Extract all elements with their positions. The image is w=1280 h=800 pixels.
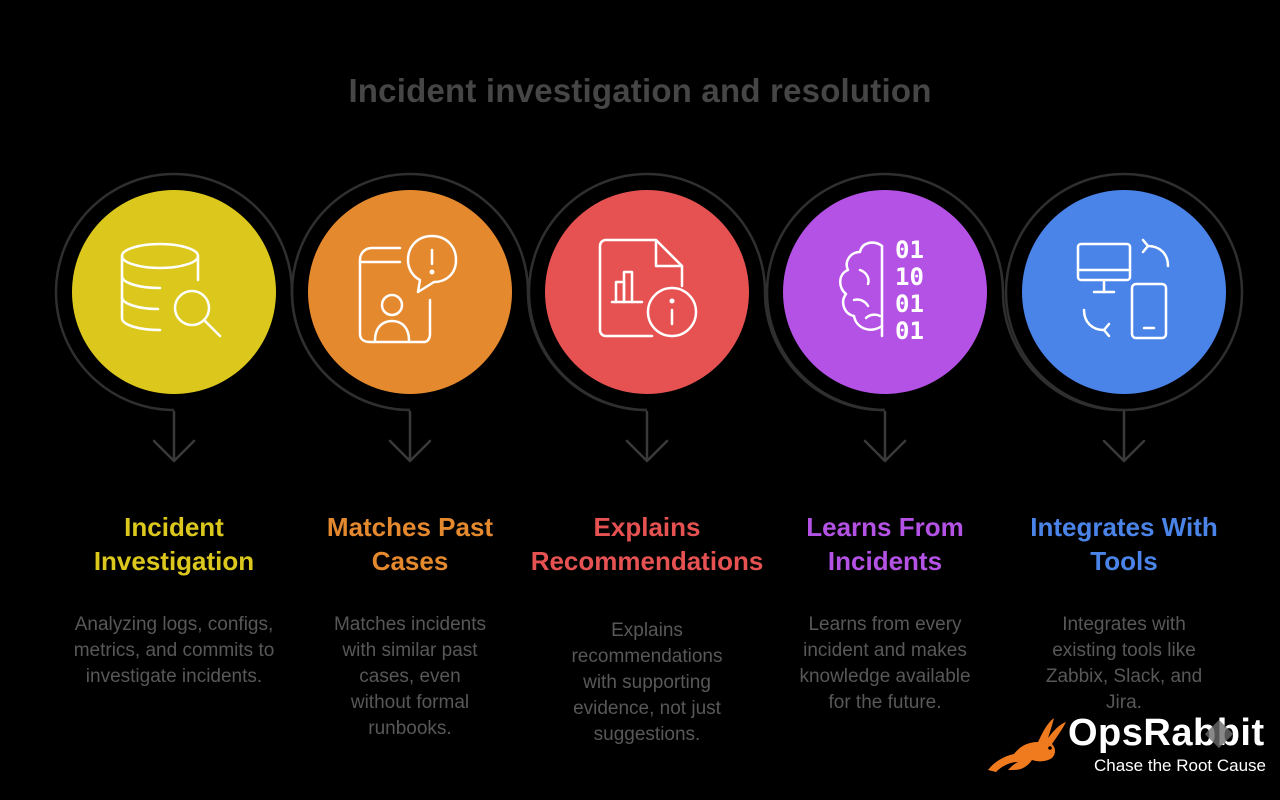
step-2-title-line2: Cases (371, 546, 449, 576)
step-3-title-line1: Explains (593, 512, 701, 542)
down-arrow-icon-3 (625, 410, 669, 463)
step-3-circle-fill (545, 190, 749, 394)
step-5: Integrates With Tools Integrates with ex… (999, 510, 1249, 716)
document-chart-info-icon (598, 238, 698, 338)
step-5-title-line2: Tools (1090, 546, 1158, 576)
opsrabbit-logo: OpsRabbit Chase the Root Cause (982, 706, 1272, 796)
step-4-description: Learns from every incident and makes kno… (799, 614, 971, 713)
step-4: Learns From Incidents Learns from every … (760, 510, 1010, 716)
step-4-title-line2: Incidents (827, 546, 943, 576)
step-5-title-line1: Integrates With (1030, 512, 1218, 542)
step-1: Incident Investigation Analyzing logs, c… (49, 510, 299, 690)
database-search-icon (120, 242, 222, 338)
step-3-description: Explains recommendations with supporting… (571, 620, 723, 745)
down-arrow-icon-5 (1102, 410, 1146, 463)
step-3-title-line2: Recommendations (530, 546, 764, 576)
binary-row-1: 01 (895, 236, 924, 264)
connector-arcs (54, 172, 1244, 412)
binary-row-4: 01 (895, 317, 924, 345)
mobile-user-alert-icon (358, 234, 458, 344)
step-2: Matches Past Cases Matches incidents wit… (285, 510, 535, 742)
logo-name: OpsRabbit (1068, 712, 1265, 754)
down-arrow-icon-4 (863, 410, 907, 463)
diagram-title: Incident investigation and resolution (348, 72, 932, 109)
binary-digits: 01 10 01 01 (895, 236, 924, 345)
step-3: Explains Recommendations Explains recomm… (522, 510, 772, 748)
step-5-description: Integrates with existing tools like Zabb… (1045, 614, 1203, 713)
step-1-description: Analyzing logs, configs, metrics, and co… (73, 614, 275, 687)
step-circle-3 (545, 190, 749, 394)
step-circle-1 (72, 190, 276, 394)
step-circle-2 (308, 190, 512, 394)
step-circle-4: 01 10 01 01 (783, 190, 987, 394)
logo-tagline: Chase the Root Cause (1094, 756, 1266, 775)
down-arrow-icon-1 (152, 410, 196, 463)
step-4-circle-fill (783, 190, 987, 394)
step-1-circle-fill (72, 190, 276, 394)
step-5-title: Integrates With Tools (999, 510, 1249, 578)
step-5-circle-fill (1022, 190, 1226, 394)
step-circle-5 (1022, 190, 1226, 394)
step-2-circle-fill (308, 190, 512, 394)
step-1-title-line1: Incident (124, 512, 224, 542)
step-4-title: Learns From Incidents (760, 510, 1010, 578)
step-4-title-line1: Learns From (806, 512, 964, 542)
step-1-title-line2: Investigation (93, 546, 255, 576)
step-2-description: Matches incidents with similar past case… (333, 614, 487, 739)
brain-binary-icon: 01 10 01 01 (839, 236, 924, 345)
step-2-title: Matches Past Cases (285, 510, 535, 578)
binary-row-2: 10 (895, 263, 924, 291)
rabbit-icon (988, 718, 1066, 772)
down-arrows (152, 410, 1146, 463)
step-2-title-line1: Matches Past (326, 512, 494, 542)
step-1-title: Incident Investigation (49, 510, 299, 578)
step-3-title: Explains Recommendations (522, 510, 772, 578)
binary-row-3: 01 (895, 290, 924, 318)
devices-sync-icon (1076, 238, 1170, 340)
down-arrow-icon-2 (388, 410, 432, 463)
brain-outline (839, 241, 884, 338)
